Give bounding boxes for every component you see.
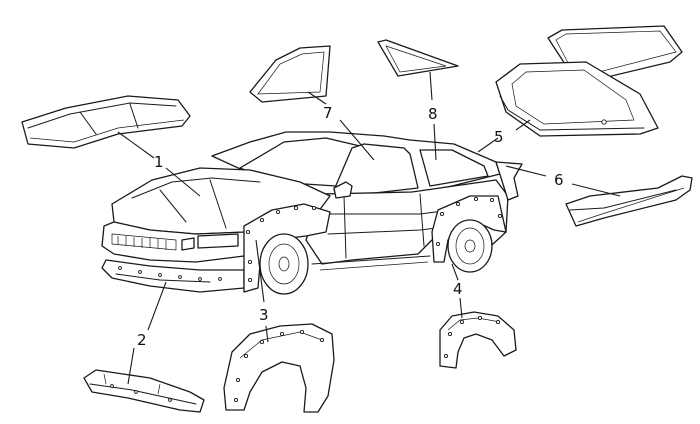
callout-3: 3 (259, 306, 269, 324)
leader-4 (451, 263, 459, 281)
front-fender-flare (223, 323, 335, 413)
leader-8 (429, 71, 433, 101)
leader-2 (127, 347, 135, 385)
front-lip-spoiler (83, 369, 205, 413)
callout-7: 7 (323, 104, 333, 122)
hood-panel (21, 95, 191, 149)
callout-4: 4 (453, 280, 463, 298)
callout-5: 5 (494, 128, 504, 146)
leader-4b (459, 297, 463, 319)
callout-8: 8 (428, 105, 438, 123)
rear-fender-flare (439, 311, 517, 369)
callout-6: 6 (554, 171, 564, 189)
leader-6b (571, 183, 621, 197)
callout-2: 2 (137, 331, 147, 349)
side-quarter-window (249, 45, 331, 103)
leader-1b (165, 167, 201, 197)
rear-hatch-frame (495, 61, 659, 137)
rear-wheel (447, 219, 493, 273)
leader-3b (265, 325, 269, 343)
leader-lines (117, 71, 621, 385)
leader-8b (433, 123, 437, 161)
leader-2b (147, 281, 167, 331)
leader-7 (307, 91, 327, 105)
callout-1: 1 (154, 153, 164, 171)
leader-1 (117, 131, 155, 159)
leader-5b (477, 137, 499, 153)
leader-5 (515, 119, 531, 131)
leader-6 (505, 165, 547, 177)
leader-7b (339, 119, 375, 161)
triangle-window (377, 39, 459, 77)
leader-3 (255, 239, 265, 303)
callout-labels: 1 2 3 4 5 6 7 8 (137, 104, 564, 349)
car-body (101, 131, 523, 293)
rear-spoiler (565, 175, 693, 227)
front-wheel (259, 233, 309, 295)
